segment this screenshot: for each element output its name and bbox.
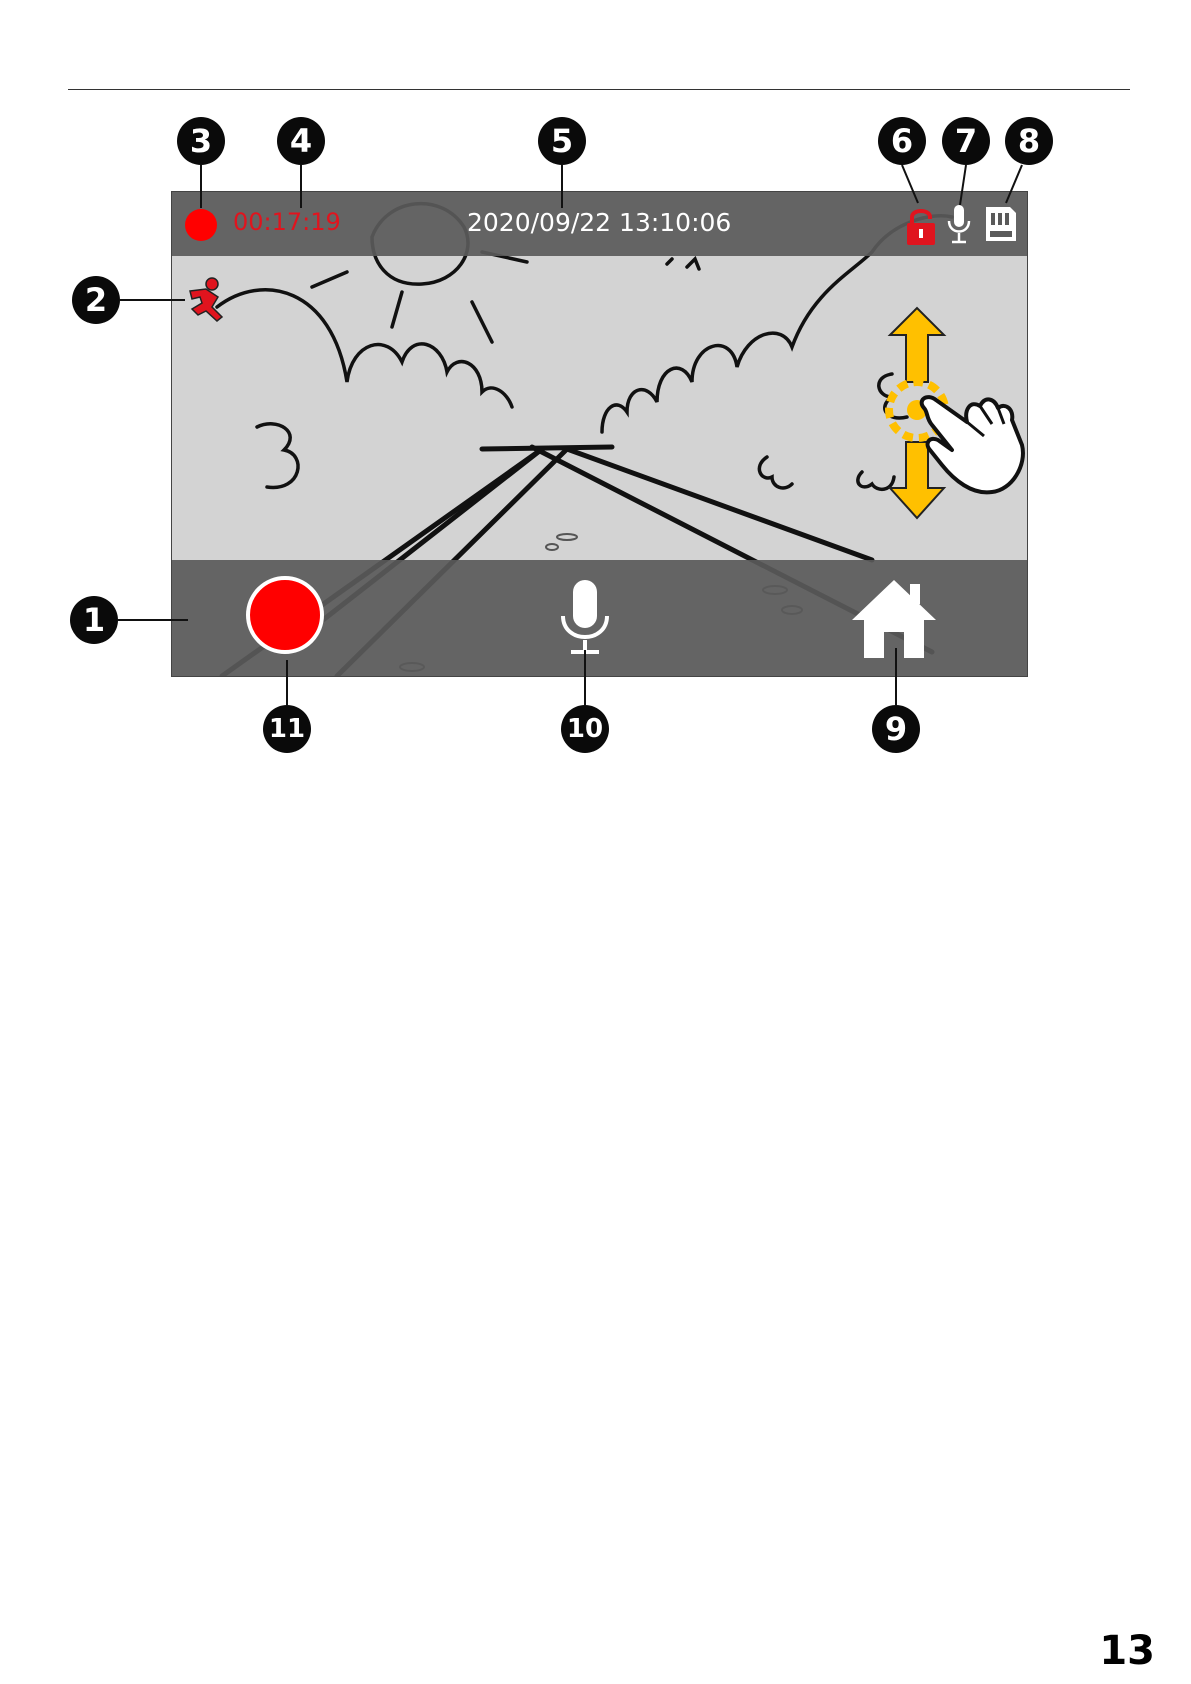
callout-9: 9 bbox=[872, 705, 920, 753]
callout-1: 1 bbox=[70, 596, 118, 644]
callout-3: 3 bbox=[177, 117, 225, 165]
callout-10: 10 bbox=[561, 705, 609, 753]
camera-screen: 00:17:19 2020/09/22 13:10:06 bbox=[171, 191, 1028, 677]
header-rule bbox=[68, 89, 1130, 90]
home-button[interactable] bbox=[852, 578, 936, 658]
status-bar: 00:17:19 2020/09/22 13:10:06 bbox=[172, 192, 1027, 256]
swipe-hand-icon bbox=[872, 300, 1027, 550]
recording-time: 00:17:19 bbox=[233, 208, 341, 236]
callout-4: 4 bbox=[277, 117, 325, 165]
microphone-icon bbox=[946, 203, 972, 245]
page-number: 13 bbox=[1099, 1628, 1155, 1674]
lock-icon bbox=[905, 205, 937, 247]
recording-dot-icon bbox=[185, 209, 217, 241]
callout-7: 7 bbox=[942, 117, 990, 165]
callout-11: 11 bbox=[263, 705, 311, 753]
callout-6: 6 bbox=[878, 117, 926, 165]
microphone-button[interactable] bbox=[560, 578, 610, 656]
callout-2: 2 bbox=[72, 276, 120, 324]
callout-8: 8 bbox=[1005, 117, 1053, 165]
callout-5: 5 bbox=[538, 117, 586, 165]
record-button[interactable] bbox=[246, 576, 324, 654]
motion-detection-icon bbox=[184, 277, 226, 323]
date-time: 2020/09/22 13:10:06 bbox=[467, 208, 731, 237]
control-bar bbox=[172, 560, 1027, 676]
sd-card-icon bbox=[984, 205, 1018, 243]
